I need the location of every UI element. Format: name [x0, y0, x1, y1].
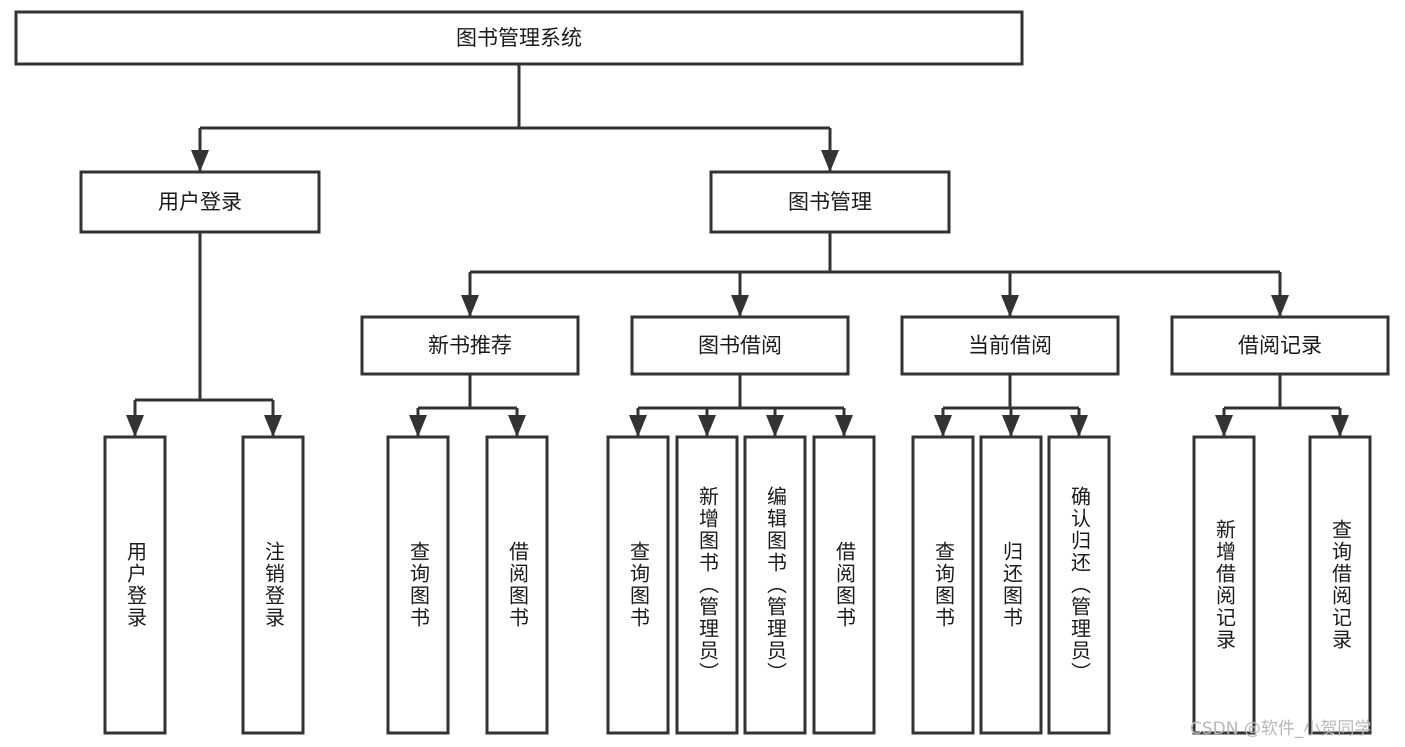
node-box-l3-1[interactable] — [630, 315, 850, 376]
arrow-head-icon — [1215, 415, 1233, 437]
arrow-head-icon — [766, 415, 784, 437]
node-box-root-0[interactable] — [14, 10, 1024, 66]
node-box-leaf-8[interactable] — [911, 435, 975, 735]
node-box-leaf-3[interactable] — [485, 435, 549, 735]
arrow-head-icon — [1001, 295, 1019, 317]
node-box-leaf-12[interactable] — [1308, 435, 1372, 735]
node-box-leaf-9[interactable] — [979, 435, 1043, 735]
node-box-leaf-10[interactable] — [1047, 435, 1111, 735]
node-label-新书推荐: 新书推荐 — [428, 334, 512, 358]
arrow-head-icon — [835, 415, 853, 437]
node-label-图书管理系统: 图书管理系统 — [456, 26, 582, 50]
node-box-l2-1[interactable] — [709, 170, 951, 234]
node-label-图书借阅: 图书借阅 — [698, 334, 782, 358]
watermark-text: CSDN @软件_小贺同学 — [1190, 719, 1372, 739]
arrow-head-icon — [126, 415, 144, 437]
arrow-head-icon — [508, 415, 526, 437]
node-box-leaf-7[interactable] — [812, 435, 876, 735]
node-label-用户登录: 用户登录 — [158, 190, 242, 214]
node-box-leaf-2[interactable] — [386, 435, 450, 735]
node-box-leaf-5[interactable] — [675, 435, 739, 735]
node-label-图书管理: 图书管理 — [788, 190, 872, 214]
arrow-head-icon — [1331, 415, 1349, 437]
arrow-head-icon — [1002, 415, 1020, 437]
arrow-head-icon — [698, 415, 716, 437]
box-layer — [14, 10, 1390, 735]
arrow-head-icon — [934, 415, 952, 437]
arrow-head-icon — [409, 415, 427, 437]
node-box-l3-0[interactable] — [360, 315, 580, 376]
node-box-leaf-6[interactable] — [743, 435, 807, 735]
node-box-l3-3[interactable] — [1170, 315, 1390, 376]
arrow-head-icon — [629, 415, 647, 437]
node-label-当前借阅: 当前借阅 — [968, 334, 1052, 358]
node-box-leaf-11[interactable] — [1192, 435, 1256, 735]
node-label-借阅记录: 借阅记录 — [1238, 334, 1322, 358]
arrow-head-icon — [191, 150, 209, 172]
arrow-head-icon — [1271, 295, 1289, 317]
node-box-l2-0[interactable] — [79, 170, 321, 234]
arrow-head-icon — [731, 295, 749, 317]
node-box-l3-2[interactable] — [900, 315, 1120, 376]
node-box-leaf-1[interactable] — [241, 435, 305, 735]
arrow-head-icon — [264, 415, 282, 437]
arrow-head-icon — [1070, 415, 1088, 437]
node-box-leaf-4[interactable] — [606, 435, 670, 735]
arrow-head-icon — [821, 150, 839, 172]
connector-layer — [126, 64, 1349, 437]
arrow-head-icon — [461, 295, 479, 317]
node-box-leaf-0[interactable] — [103, 435, 167, 735]
